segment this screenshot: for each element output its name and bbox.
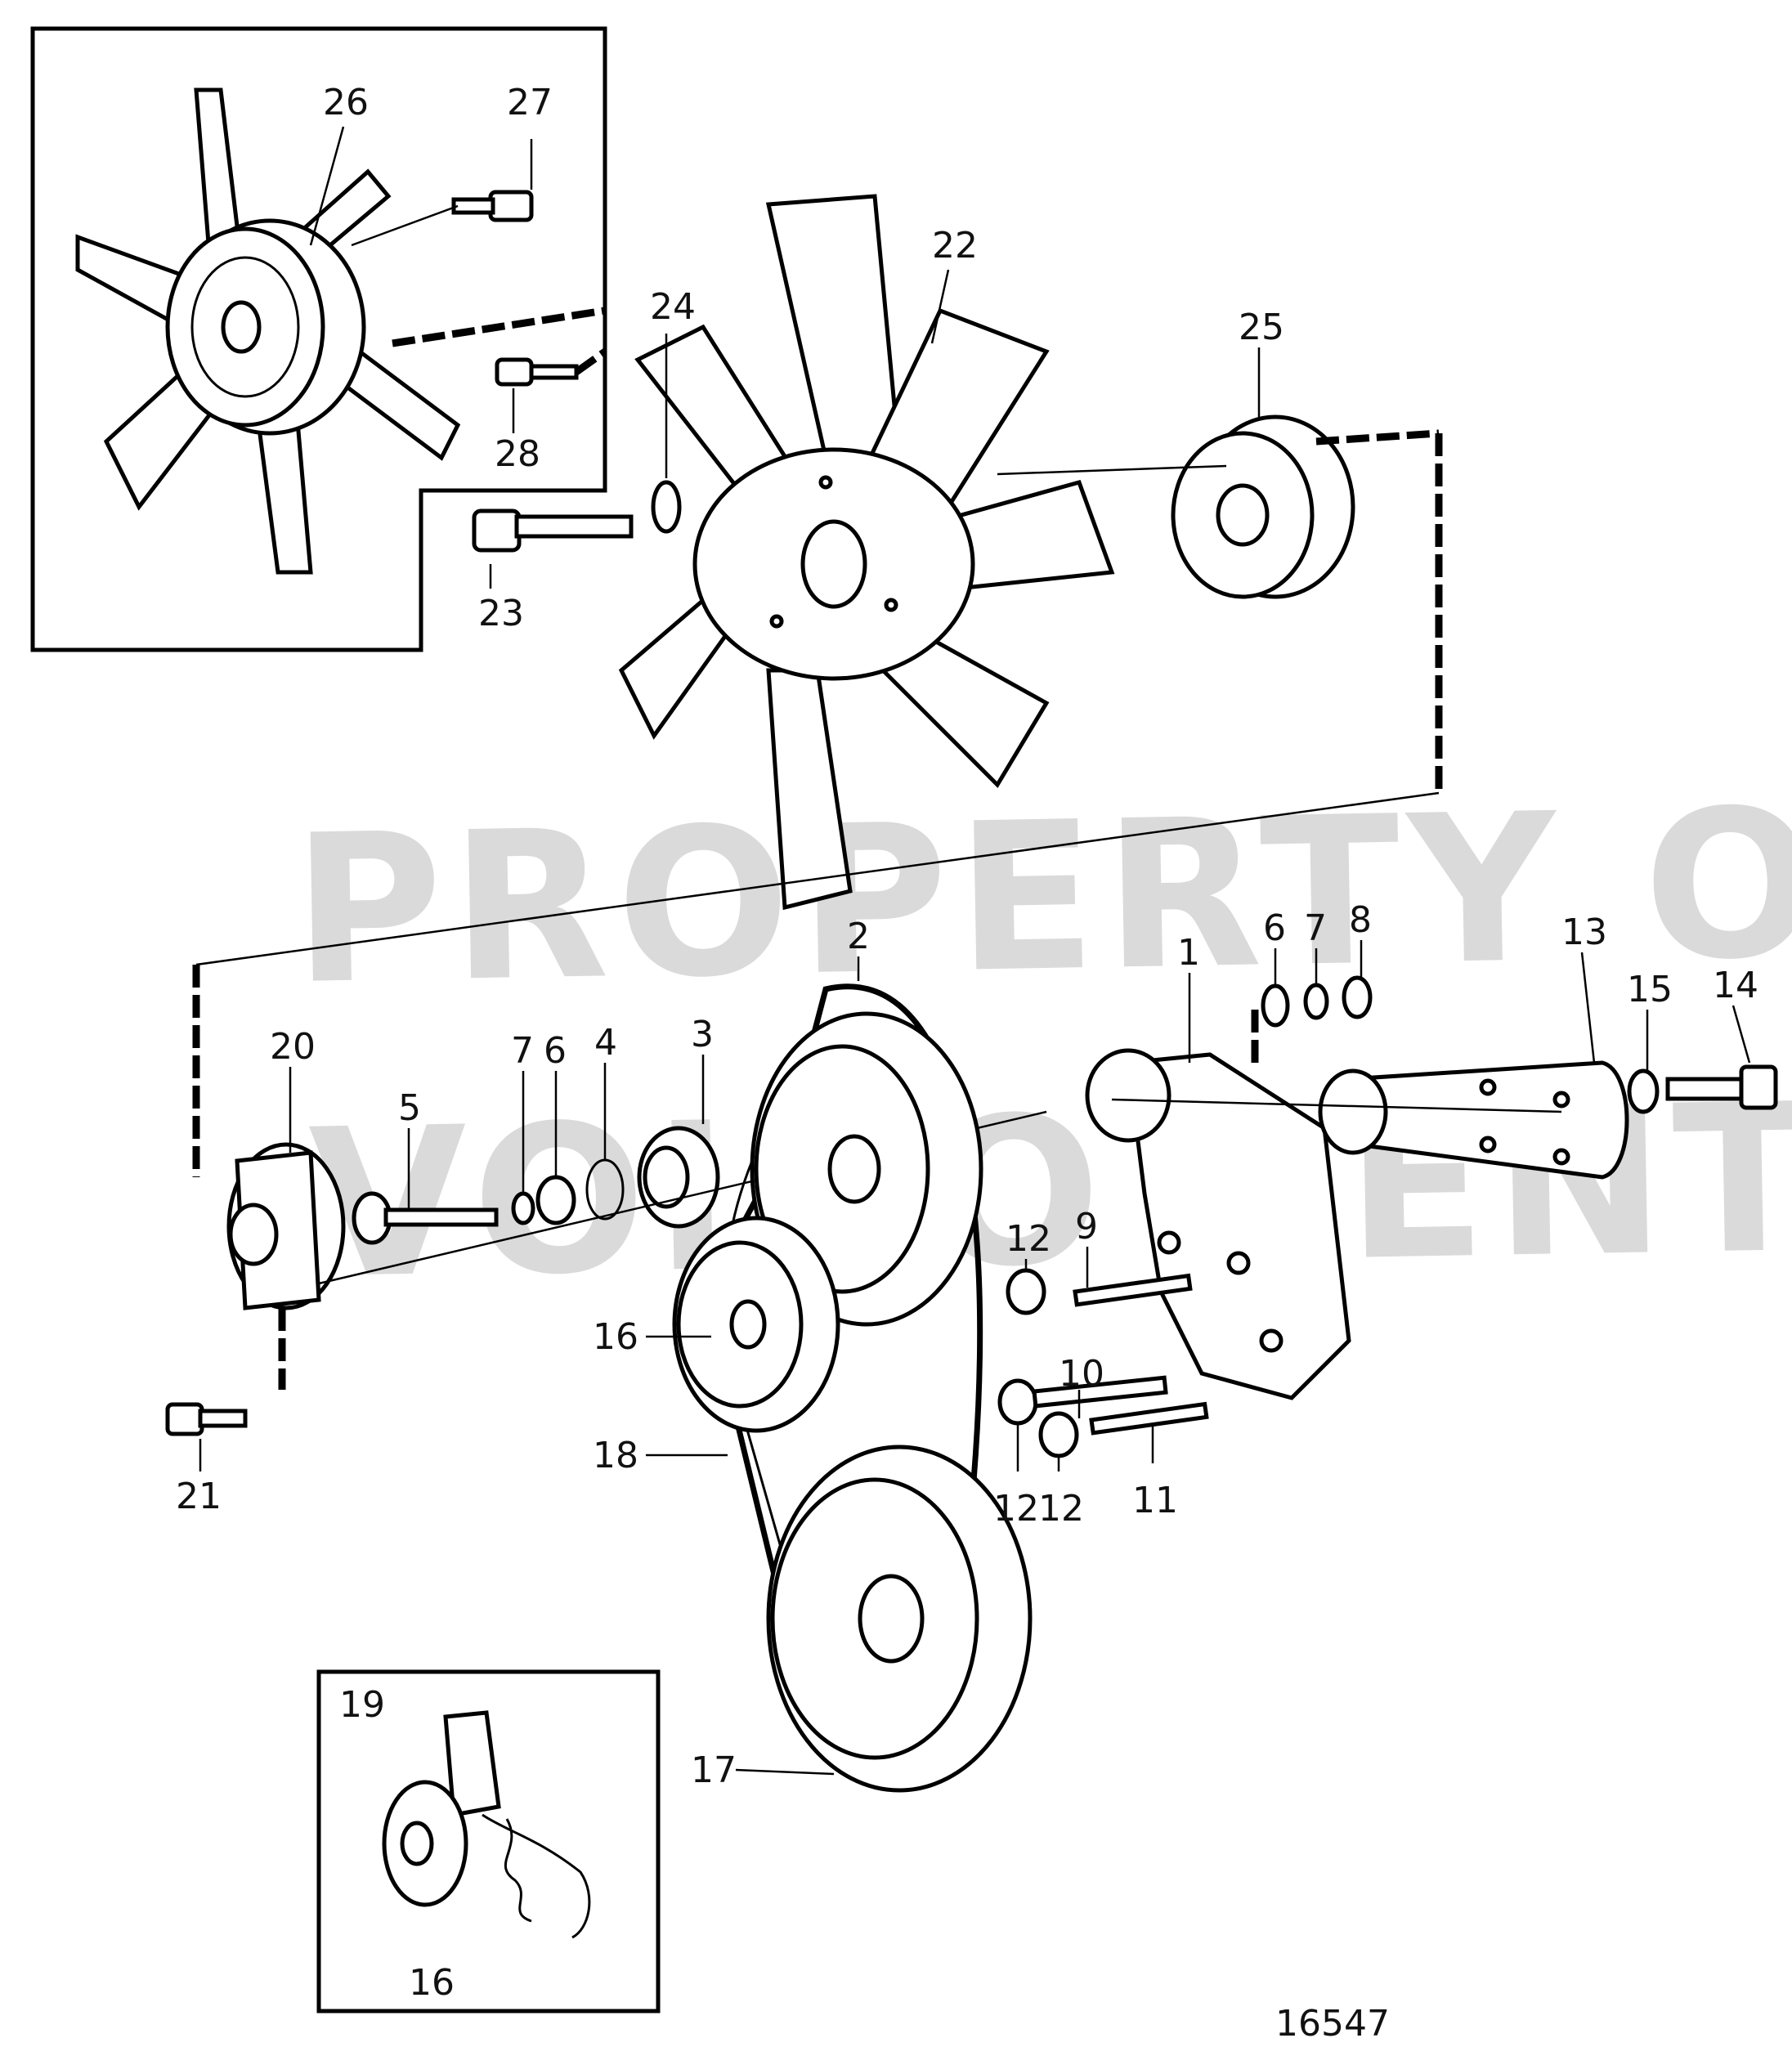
callout-17: 17 <box>691 1749 737 1791</box>
bolt-icon <box>352 1191 499 1245</box>
callout-25: 25 <box>1239 307 1284 348</box>
callout-5: 5 <box>398 1087 421 1129</box>
callout-6a: 6 <box>544 1030 567 1072</box>
leader-lines <box>199 269 1751 1776</box>
pulley-icon <box>672 1216 840 1433</box>
callout-18: 18 <box>593 1435 638 1476</box>
callout-20: 20 <box>270 1026 316 1068</box>
inset-fan-assembly <box>30 26 607 652</box>
callout-9: 9 <box>1075 1206 1098 1248</box>
callout-21: 21 <box>176 1476 222 1517</box>
drawing-number: 16547 <box>1275 2003 1390 2045</box>
bracket-icon <box>1085 1048 1351 1400</box>
callout-2: 2 <box>847 916 870 957</box>
callout-24: 24 <box>650 286 696 328</box>
callout-3: 3 <box>691 1014 714 1055</box>
callout-labels: 1 2 3 4 5 6 7 6 7 8 9 10 11 12 12 12 13 … <box>176 82 1758 2004</box>
callout-11: 11 <box>1132 1480 1178 1521</box>
callout-23: 23 <box>478 593 524 634</box>
callout-16a: 16 <box>593 1316 638 1358</box>
callout-12c: 12 <box>1038 1488 1084 1530</box>
callout-14: 14 <box>1713 965 1758 1006</box>
bolt-icon <box>1032 1273 1209 1436</box>
spring-tensioner-icon <box>382 1710 591 1939</box>
callout-6b: 6 <box>1263 907 1286 949</box>
bracket-icon <box>1318 1060 1629 1180</box>
pulley-icon <box>766 1445 1033 1793</box>
callout-19: 19 <box>339 1684 385 1726</box>
bolt-icon <box>1665 1064 1778 1110</box>
fan-icon <box>75 87 461 575</box>
callout-15: 15 <box>1627 969 1673 1010</box>
bearing-icon <box>637 1126 720 1229</box>
callout-28: 28 <box>495 433 540 475</box>
bolt-icon <box>472 334 682 589</box>
callout-26: 26 <box>323 82 369 123</box>
fan-icon <box>618 194 1115 911</box>
washer-icon <box>1251 975 1660 1114</box>
watermark-line1: PROPERTY OF <box>291 762 1792 1029</box>
hub-icon <box>1171 414 1443 793</box>
callout-7b: 7 <box>1304 907 1327 949</box>
callout-22: 22 <box>932 225 978 267</box>
bolt-icon <box>451 190 579 387</box>
callout-10: 10 <box>1059 1353 1104 1395</box>
hub-icon <box>165 1142 346 1436</box>
callout-12b: 12 <box>993 1488 1039 1530</box>
callout-1: 1 <box>1177 932 1200 974</box>
callout-7a: 7 <box>511 1030 534 1072</box>
callout-13: 13 <box>1561 912 1607 953</box>
callout-12a: 12 <box>1006 1218 1051 1260</box>
callout-8: 8 <box>1349 899 1372 941</box>
callout-16b: 16 <box>409 1962 455 2004</box>
inset-tensioner <box>316 1669 661 2013</box>
callout-27: 27 <box>507 82 553 123</box>
callout-4: 4 <box>594 1022 617 1064</box>
